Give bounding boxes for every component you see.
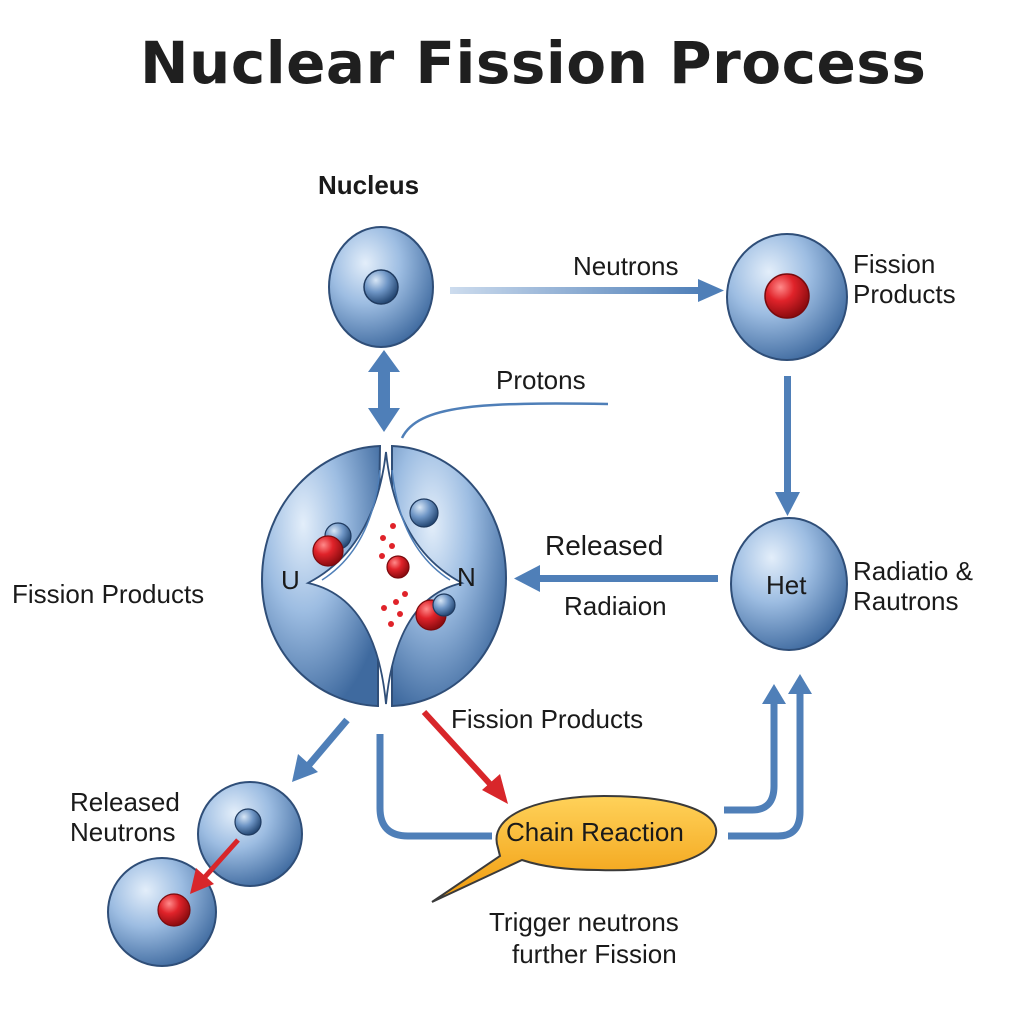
loop-line-to-chain [376, 734, 492, 840]
label-u: U [281, 565, 300, 595]
released-neutrons-spheres [107, 781, 303, 967]
fission-products-red-arrow [421, 709, 508, 804]
label-nucleus: Nucleus [318, 170, 420, 200]
chain-reaction-bubble [431, 794, 718, 903]
splitting-nucleus [260, 444, 508, 708]
label-released: Released [545, 530, 664, 561]
label-protons: Protons [496, 365, 586, 395]
label-neutrons: Neutrons [573, 251, 679, 281]
fission-products-sphere [726, 233, 848, 361]
label-trigger-line1: Trigger neutrons [489, 907, 679, 937]
label-fission-products-mid: Fission Products [451, 704, 644, 734]
label-fission-products-left: Fission Products [12, 579, 205, 609]
label-radiaion: Radiaion [564, 591, 667, 621]
released-radiation-arrow [514, 565, 718, 592]
label-trigger-line2: further Fission [512, 939, 677, 969]
return-arrows [724, 674, 812, 840]
nucleus-sphere [328, 226, 434, 348]
label-released-neutrons: Released Neutrons [70, 787, 180, 847]
down-arrow-right [775, 376, 800, 516]
neutrons-arrow [450, 279, 724, 302]
label-n: N [457, 562, 476, 592]
page-title: Nuclear Fission Process [140, 29, 927, 97]
label-chain-reaction: Chain Reaction [506, 817, 684, 847]
label-fission-products-top: Fission Products [853, 249, 956, 309]
label-het: Het [766, 570, 807, 600]
double-arrow-vertical [368, 350, 400, 432]
label-radiatio-rautrons: Radiatio & Rautrons [853, 556, 973, 616]
released-neutrons-arrow [292, 717, 350, 782]
het-sphere [730, 517, 848, 651]
protons-curve-line [400, 402, 609, 439]
